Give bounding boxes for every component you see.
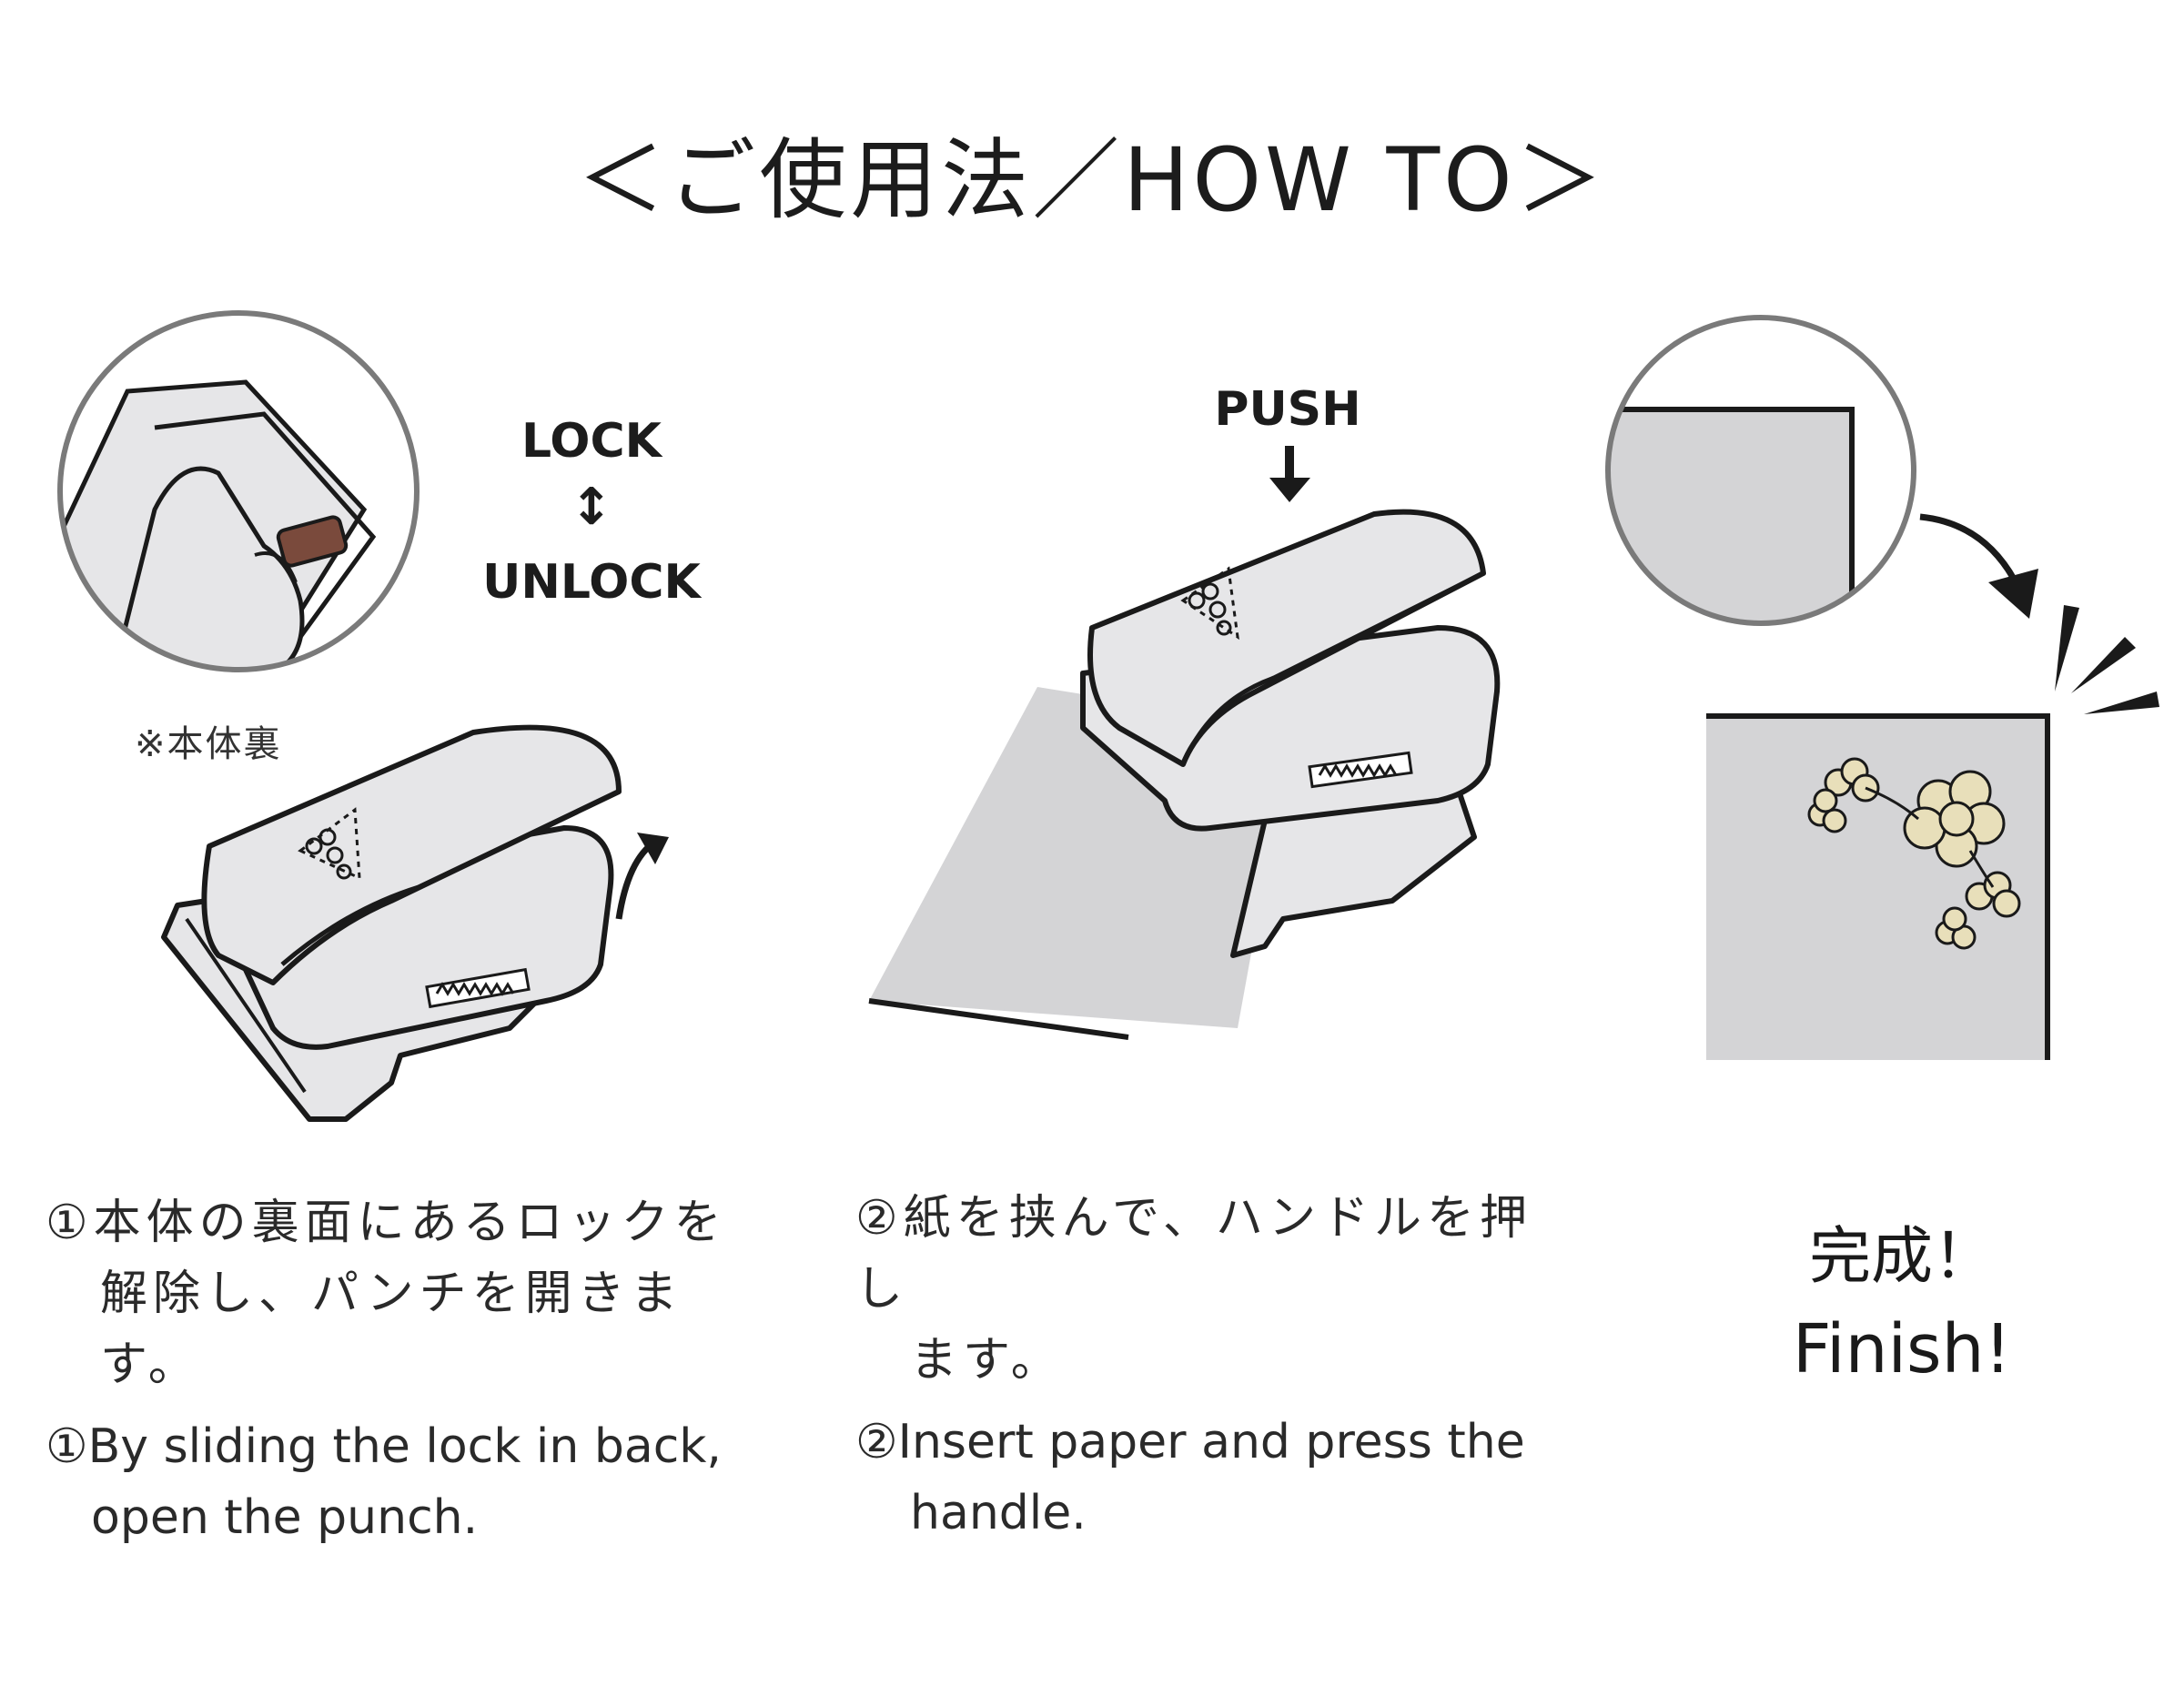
page-title: ＜ご使用法／HOW TO＞ [577,129,1607,231]
step2-en-line2: handle. [910,1486,1087,1540]
finish-jp: 完成！ [1808,1221,1995,1293]
corner-zoom-illustration [1605,315,2038,626]
lid-flower-icon [1188,582,1232,636]
lock-label: LOCK [521,414,662,469]
finish-en: Finish! [1792,1310,2012,1388]
lid-flower-icon [305,828,352,880]
open-punch-illustration [161,724,669,1122]
unlock-label: UNLOCK [482,555,701,610]
push-label: PUSH [1214,382,1361,437]
punch-teeth [425,967,531,1009]
step2-en-line1: ②Insert paper and press the [855,1415,1525,1469]
step1-en-line2: open the punch. [91,1490,479,1545]
step2-jp-line2: ます。 [910,1333,1064,1388]
finished-paper-illustration [1706,605,2159,1060]
step1-jp-line2: 解除し、パンチを開きます。 [100,1267,683,1392]
lock-toggle-arrow-icon: ↕ [570,478,613,537]
push-arrow-icon [1269,446,1310,502]
back-side-note: ※本体裏 [135,723,282,765]
step1-instructions: ①本体の裏面にあるロックを 解除し、パンチを開きます。 ①By sliding … [46,1187,737,1553]
step1-en-line1: ①By sliding the lock in back, [46,1419,722,1474]
press-punch-illustration [868,446,1501,1040]
lock-zoom-illustration [57,310,420,672]
flower-cutout-icon [1807,757,2021,950]
burst-lines [2055,605,2159,714]
step2-instructions: ②紙を挟んで、ハンドルを押し ます。 ②Insert paper and pre… [855,1183,1583,1549]
step2-jp-line1: ②紙を挟んで、ハンドルを押し [855,1191,1532,1317]
step1-jp-line1: ①本体の裏面にあるロックを [46,1196,727,1250]
